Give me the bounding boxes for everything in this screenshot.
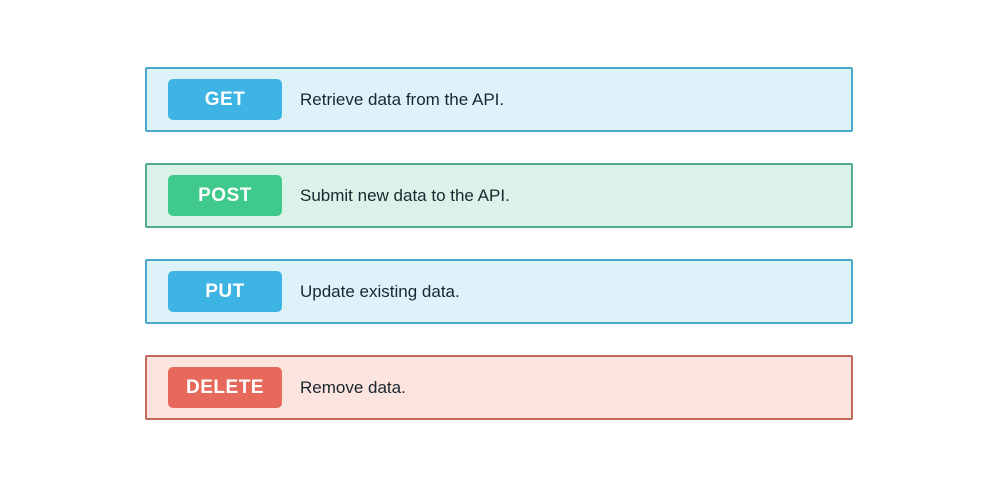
method-row-put: PUT Update existing data. xyxy=(145,259,853,324)
get-method-description: Retrieve data from the API. xyxy=(300,89,505,109)
delete-method-badge: DELETE xyxy=(168,367,282,408)
method-row-get: GET Retrieve data from the API. xyxy=(145,67,853,132)
put-method-description: Update existing data. xyxy=(300,281,460,301)
method-row-delete: DELETE Remove data. xyxy=(145,355,853,420)
post-method-description: Submit new data to the API. xyxy=(300,185,510,205)
get-method-badge: GET xyxy=(168,79,282,120)
put-method-badge: PUT xyxy=(168,271,282,312)
method-row-post: POST Submit new data to the API. xyxy=(145,163,853,228)
delete-method-description: Remove data. xyxy=(300,377,406,397)
method-row-list: GET Retrieve data from the API. POST Sub… xyxy=(145,67,853,420)
post-method-badge: POST xyxy=(168,175,282,216)
